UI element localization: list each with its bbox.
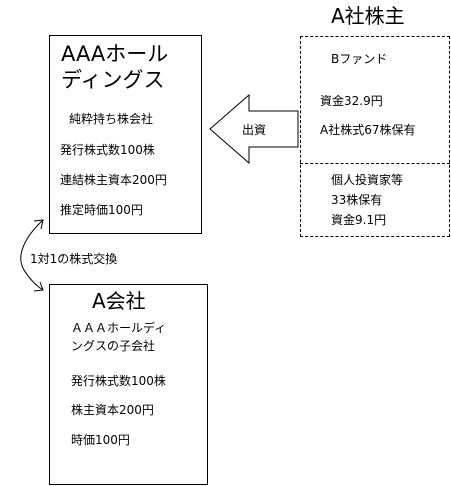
company-a-capital: 株主資本200円 bbox=[71, 403, 154, 417]
holding-company-box bbox=[49, 35, 202, 234]
shareholders-divider bbox=[300, 163, 450, 164]
individual-name: 個人投資家等 bbox=[331, 173, 404, 187]
individual-holding: 33株保有 bbox=[331, 193, 383, 207]
holding-shares: 発行株式数100株 bbox=[60, 143, 155, 157]
holding-market-value: 推定時価100円 bbox=[60, 203, 143, 217]
exchange-arrowhead-top bbox=[33, 219, 44, 230]
company-a-shares: 発行株式数100株 bbox=[71, 374, 166, 388]
shareholders-title: A社株主 bbox=[331, 4, 405, 28]
shareholders-group-box bbox=[300, 36, 450, 237]
investment-label: 出資 bbox=[242, 123, 267, 137]
company-a-market-value: 時価100円 bbox=[71, 433, 130, 447]
fund-holding: A社株式67株保有 bbox=[320, 123, 416, 137]
company-a-box bbox=[49, 284, 208, 485]
company-a-subtitle-line2: ングスの子会社 bbox=[71, 339, 156, 353]
holding-title-line2: ディングス bbox=[61, 68, 165, 92]
exchange-label: 1対1の株式交換 bbox=[30, 252, 118, 266]
holding-title-line1: AAAホール bbox=[61, 42, 169, 66]
holding-type: 純粋持ち株会社 bbox=[69, 112, 154, 126]
fund-capital: 資金32.9円 bbox=[320, 94, 383, 108]
company-a-title: A会社 bbox=[92, 289, 146, 313]
holding-capital: 連結株主資本200円 bbox=[60, 173, 167, 187]
individual-capital: 資金9.1円 bbox=[331, 213, 387, 227]
fund-name: Bファンド bbox=[331, 52, 388, 66]
exchange-arrowhead-bottom bbox=[33, 281, 44, 292]
company-a-subtitle-line1: ＡＡＡホールディ bbox=[71, 321, 167, 335]
investment-arrow bbox=[209, 93, 299, 165]
exchange-curved-arrow bbox=[20, 219, 44, 291]
